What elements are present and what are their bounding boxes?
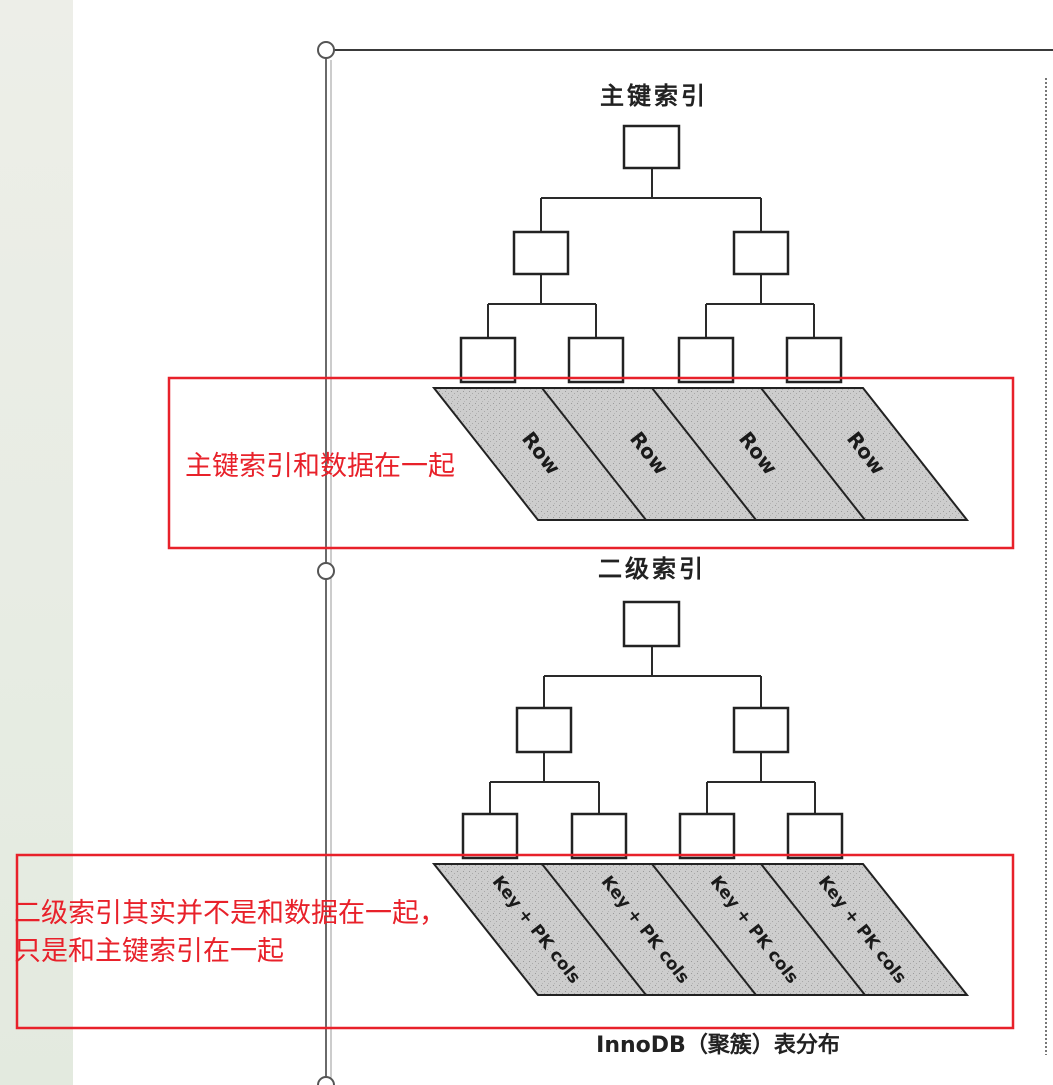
secondary-annotation-box[interactable]	[15, 853, 1015, 1030]
primary-root-node	[622, 124, 681, 170]
secondary-leaf-pages: Key + PK cols Key + PK cols Key + PK col…	[431, 863, 970, 996]
primary-internal-node	[732, 230, 790, 276]
secondary-leaf-node	[786, 812, 844, 860]
resize-handle-middle-left[interactable]	[317, 562, 335, 580]
secondary-leaf-node	[570, 812, 628, 860]
primary-leaf-node	[459, 336, 517, 384]
secondary-annotation-text-line1[interactable]: 二级索引其实并不是和数据在一起，	[14, 898, 446, 929]
primary-leaf-node	[785, 336, 843, 384]
primary-annotation-box[interactable]	[167, 376, 1015, 550]
primary-tree-nodes	[459, 124, 843, 384]
primary-leaf-node	[567, 336, 625, 384]
secondary-index-title: 二级索引	[598, 555, 706, 583]
secondary-root-node	[622, 600, 681, 648]
primary-tree-lines	[487, 168, 815, 338]
secondary-tree-lines	[489, 646, 816, 814]
slide-thumbnail-panel	[0, 0, 73, 1085]
primary-annotation-text[interactable]: 主键索引和数据在一起	[185, 451, 455, 482]
secondary-internal-node	[515, 706, 573, 754]
primary-leaf-node	[677, 336, 735, 384]
resize-handle-top-left[interactable]	[317, 41, 335, 59]
resize-handle-bottom-left[interactable]	[317, 1076, 335, 1085]
primary-leaf-pages: Row Row Row Row	[431, 387, 970, 521]
primary-index-title: 主键索引	[600, 82, 708, 110]
secondary-leaf-node	[461, 812, 519, 860]
secondary-internal-node	[732, 706, 790, 754]
secondary-leaf-node	[678, 812, 736, 860]
diagram-caption: InnoDB（聚簇）表分布	[596, 1032, 840, 1058]
secondary-tree-nodes	[461, 600, 844, 860]
primary-internal-node	[512, 230, 570, 276]
secondary-annotation-text-line2[interactable]: 只是和主键索引在一起	[14, 936, 284, 967]
